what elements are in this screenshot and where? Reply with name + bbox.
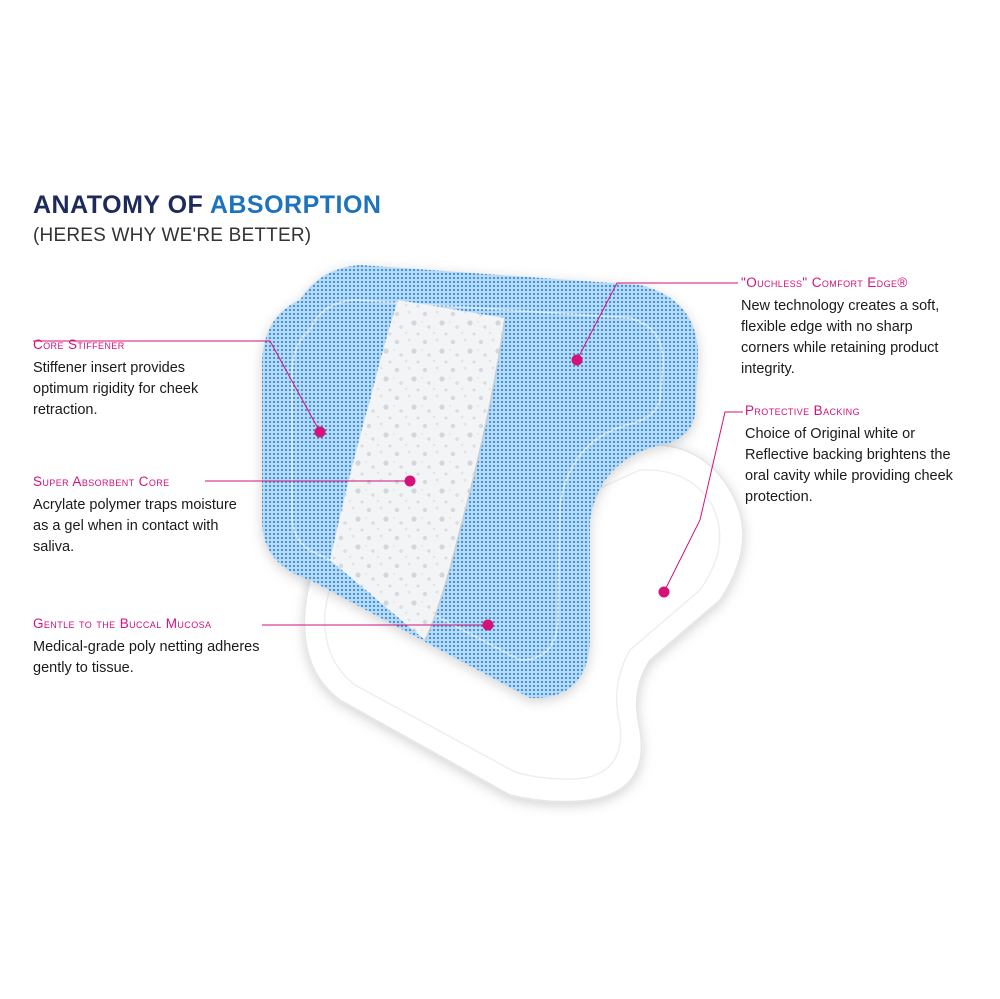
dot-core-stiffener (314, 426, 326, 438)
callout-title: "Ouchless" Comfort Edge® (741, 275, 908, 290)
callout-text: Medical-grade poly netting adheres gentl… (33, 639, 260, 676)
callout-text: New technology creates a soft, flexible … (741, 298, 940, 377)
pad-inner-layers (291, 298, 665, 662)
callout-core-stiffener: Core Stiffener Stiffener insert provides… (33, 337, 243, 421)
callout-ouchless-edge: "Ouchless" Comfort Edge® New technology … (741, 275, 961, 380)
diagram-title: ANATOMY OF ABSORPTION (33, 191, 382, 220)
callout-super-absorbent-core: Super Absorbent Core Acrylate polymer tr… (33, 474, 243, 558)
callout-title: Protective Backing (745, 403, 860, 418)
core-stiffener-edge (424, 317, 506, 641)
backing-inner-edge (324, 469, 721, 780)
callout-text: Stiffener insert provides optimum rigidi… (33, 360, 199, 418)
callout-protective-backing: Protective Backing Choice of Original wh… (745, 403, 960, 508)
leader-lines (33, 282, 743, 626)
title-part-absorption: ABSORPTION (209, 191, 382, 219)
dot-gentle (482, 619, 494, 631)
callout-text: Choice of Original white or Reflective b… (745, 426, 953, 505)
leader-dots (314, 354, 670, 631)
dot-backing (658, 586, 670, 598)
dot-ouchless (571, 354, 583, 366)
leader-backing (663, 411, 743, 593)
leader-core-stiffener (33, 340, 321, 433)
callout-title: Gentle to the Buccal Mucosa (33, 616, 212, 631)
callout-title: Core Stiffener (33, 337, 125, 352)
leader-ouchless (576, 282, 738, 361)
callout-gentle-buccal: Gentle to the Buccal Mucosa Medical-grad… (33, 616, 273, 679)
callout-text: Acrylate polymer traps moisture as a gel… (33, 497, 237, 555)
core-stiffener-strip (330, 300, 505, 640)
title-part-anatomy: ANATOMY OF (33, 191, 210, 219)
callout-title: Super Absorbent Core (33, 474, 170, 489)
dot-super-core (404, 475, 416, 487)
diagram-subtitle: (HERES WHY WE'RE BETTER) (33, 225, 312, 246)
